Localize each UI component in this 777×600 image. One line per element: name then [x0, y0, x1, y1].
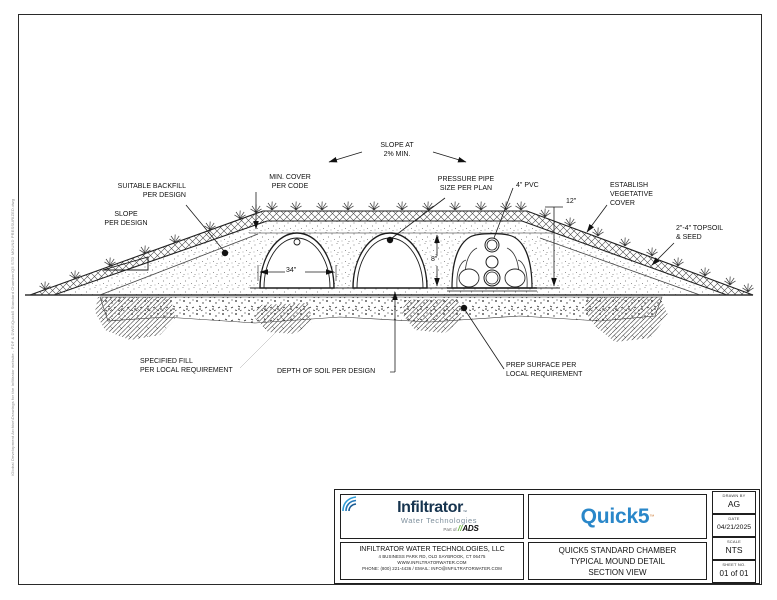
prep-surface-label: PREP SURFACE PER LOCAL REQUIREMENT [506, 361, 582, 379]
dim-8in: 8" [430, 256, 439, 264]
dimension-lines [102, 151, 675, 373]
specified-fill-line1: SPECIFIED FILL [140, 358, 193, 365]
drawing-title-line2: TYPICAL MOUND DETAIL [569, 557, 666, 566]
pvc-label: 4" PVC [516, 182, 539, 189]
drawn-by-value: AG [727, 499, 741, 509]
suitable-backfill-line2: PER DESIGN [142, 192, 186, 199]
infiltrator-arcs-icon [342, 496, 357, 512]
title-block-meta-column: DRAWN BY AG DATE 04/21/2025 SCALE NTS SH… [712, 491, 756, 583]
establish-line3: COVER [610, 200, 635, 207]
min-cover-label: MIN. COVER PER CODE [252, 173, 328, 191]
company-info-box: INFILTRATOR WATER TECHNOLOGIES, LLC 4 BU… [340, 542, 524, 580]
scale-value: NTS [725, 545, 743, 555]
topsoil-line1: 2"-4" TOPSOIL [676, 225, 724, 232]
topsoil-line2: & SEED [676, 234, 702, 241]
sheet-no-label: SHEET NO. [722, 562, 746, 567]
specified-fill-line2: PER LOCAL REQUIREMENT [140, 367, 233, 374]
company-address: 4 BUSINESS PARK RD, OLD SAYBROOK, CT 064… [378, 554, 486, 559]
chamber1-apex-port [293, 238, 301, 246]
suitable-backfill-line1: SUITABLE BACKFILL [117, 183, 186, 190]
scale-label: SCALE [726, 539, 742, 544]
slope-at-label: SLOPE AT 2% MIN. [352, 141, 442, 159]
drawing-title-line3: SECTION VIEW [588, 568, 647, 577]
establish-line2: VEGETATIVE [610, 191, 653, 198]
slope-per-design-label: SLOPE PER DESIGN [88, 210, 164, 228]
pressure-pipe-line1: PRESSURE PIPE [437, 176, 495, 183]
drawn-by-label: DRAWN BY [722, 493, 746, 498]
ads-slash-icon: // [457, 523, 463, 533]
quick5-logo-text: Quick5 [580, 504, 650, 528]
ads-part-of: Part of //ADS [443, 523, 479, 534]
subsurface-layers [95, 296, 668, 342]
pressure-pipe-line2: SIZE PER PLAN [439, 185, 493, 192]
slope-at-line2: 2% MIN. [383, 151, 411, 158]
date-label: DATE [728, 516, 740, 521]
company-website: WWW.INFILTRATORWATER.COM [397, 560, 467, 565]
quick5-tm-mark: ™ [649, 513, 655, 520]
date-cell: DATE 04/21/2025 [712, 514, 756, 537]
ads-logo-text: ADS [462, 523, 479, 533]
chambers [250, 232, 560, 292]
establish-cover-label: ESTABLISH VEGETATIVE COVER [610, 181, 653, 208]
sheet-no-value: 01 of 01 [719, 569, 749, 578]
infiltrator-logo-box: Infiltrator ™ Water Technologies Part of… [340, 494, 524, 539]
sheet-no-cell: SHEET NO. 01 of 01 [712, 560, 756, 583]
dim-12in: 12" [566, 198, 577, 205]
suitable-backfill-label: SUITABLE BACKFILL PER DESIGN [96, 182, 186, 200]
part-of-text: Part of [443, 526, 457, 532]
scale-cell: SCALE NTS [712, 537, 756, 560]
establish-line1: ESTABLISH [610, 182, 648, 189]
topsoil-label: 2"-4" TOPSOIL & SEED [676, 224, 723, 242]
slope-per-design-line2: PER DESIGN [104, 220, 148, 227]
min-cover-line2: PER CODE [271, 183, 309, 190]
title-block: Infiltrator ™ Water Technologies Part of… [334, 489, 760, 584]
infiltrator-brand-name: Infiltrator [397, 498, 463, 516]
pressure-pipe-label: PRESSURE PIPE SIZE PER PLAN [424, 175, 508, 193]
depth-of-soil-label: DEPTH OF SOIL PER DESIGN [277, 368, 376, 375]
dim-34in: 34" [285, 267, 298, 275]
company-name: INFILTRATOR WATER TECHNOLOGIES, LLC [359, 546, 505, 553]
infiltrator-tm-mark: ™ [462, 508, 467, 514]
drawing-title-line1: QUICK5 STANDARD CHAMBER [558, 546, 677, 555]
drawing-title-box: QUICK5 STANDARD CHAMBER TYPICAL MOUND DE… [528, 542, 707, 580]
drawn-by-cell: DRAWN BY AG [712, 491, 756, 514]
specified-fill-label: SPECIFIED FILL PER LOCAL REQUIREMENT [140, 357, 233, 375]
min-cover-line1: MIN. COVER [269, 174, 311, 181]
prep-surface-line1: PREP SURFACE PER [506, 362, 577, 369]
infiltrator-subtitle: Water Technologies [400, 515, 478, 525]
prep-surface-line2: LOCAL REQUIREMENT [506, 371, 583, 378]
slope-per-design-line1: SLOPE [114, 211, 138, 218]
sheet-border [18, 14, 762, 585]
date-value: 04/21/2025 [716, 524, 752, 531]
company-phone-email: PHONE: (800) 221-4436 / EMAIL: INFO@INFI… [362, 566, 502, 571]
slope-at-line1: SLOPE AT [380, 142, 414, 149]
file-path-note: \Global Development Archive\Drawings for… [10, 199, 15, 476]
